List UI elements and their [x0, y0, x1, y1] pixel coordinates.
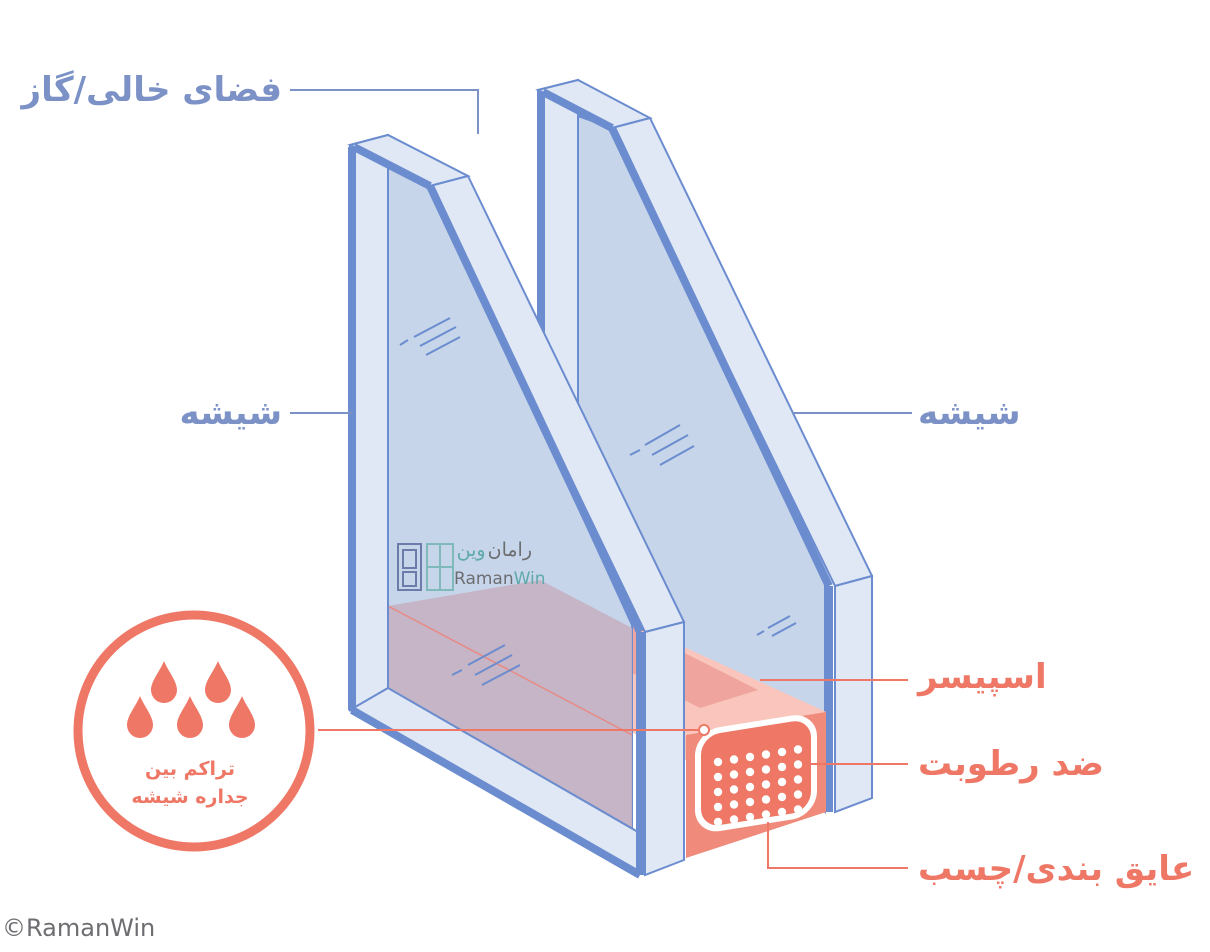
desiccant-dot — [745, 812, 755, 822]
glass-pane-front — [347, 133, 686, 879]
water-drops-icon — [127, 661, 255, 738]
desiccant-dot — [745, 782, 755, 792]
label-glass-right: شیشه — [918, 393, 1021, 433]
desiccant-dot — [713, 817, 723, 827]
svg-text:رامان وین: رامان وین — [457, 539, 532, 561]
label-spacer: اسپیسر — [916, 657, 1047, 697]
label-sealant: عایق بندی/چسب — [918, 849, 1194, 889]
desiccant-dot — [729, 800, 739, 809]
logo-fa-part2: وین — [457, 539, 486, 561]
desiccant-dot — [713, 802, 723, 812]
reflection-marks-back — [629, 424, 797, 637]
desiccant-dot — [745, 797, 755, 807]
water-drop — [177, 696, 203, 738]
desiccant-dot — [793, 775, 803, 784]
brand-logo: رامان وین RamanWin — [397, 539, 546, 591]
desiccant-dot — [761, 765, 771, 774]
condensation-line1: تراکم بین — [145, 758, 235, 780]
desiccant-dot — [793, 745, 803, 754]
water-drop — [205, 661, 231, 703]
label-glass-left: شیشه — [179, 393, 282, 433]
desiccant-dot — [777, 762, 787, 772]
condensation-area — [388, 580, 632, 828]
desiccant-dot — [713, 787, 723, 797]
desiccant-window — [695, 715, 817, 832]
leader-lines — [290, 89, 912, 869]
water-drop — [151, 661, 177, 703]
label-desiccant: ضد رطوبت — [918, 744, 1104, 784]
copyright-text: ©RamanWin — [2, 914, 156, 942]
label-gas-space: فضای خالی/گاز — [20, 70, 283, 110]
svg-text:RamanWin: RamanWin — [454, 569, 546, 589]
desiccant-dot — [793, 790, 803, 799]
desiccant-dot — [729, 755, 739, 764]
condensation-line2: جداره شیشه — [131, 786, 248, 808]
desiccant-dot — [713, 772, 723, 782]
desiccant-dot — [793, 805, 803, 814]
water-drop — [127, 696, 153, 738]
desiccant-dot — [745, 752, 755, 762]
desiccant-dot — [761, 780, 771, 789]
desiccant-dot — [793, 760, 803, 769]
desiccant-dots — [713, 745, 803, 827]
desiccant-dot — [777, 777, 787, 787]
desiccant-dot — [761, 810, 771, 819]
desiccant-dot — [777, 747, 787, 757]
desiccant-dot — [761, 795, 771, 804]
desiccant-dot — [729, 785, 739, 794]
desiccant-dot — [713, 757, 723, 767]
logo-en-part1: Raman — [454, 569, 514, 589]
reflection-marks-front — [399, 317, 521, 686]
water-drop — [229, 696, 255, 738]
desiccant-dot — [777, 792, 787, 802]
desiccant-dot — [777, 807, 787, 817]
desiccant-dot — [745, 767, 755, 777]
logo-en-part2: Win — [514, 569, 546, 589]
desiccant-dot — [729, 815, 739, 824]
desiccant-dot — [761, 750, 771, 759]
condensation-badge: تراکم بین جداره شیشه — [73, 610, 315, 852]
window-door-icon — [397, 543, 454, 591]
logo-fa-part1: رامان — [488, 539, 532, 561]
desiccant-dot — [729, 770, 739, 779]
